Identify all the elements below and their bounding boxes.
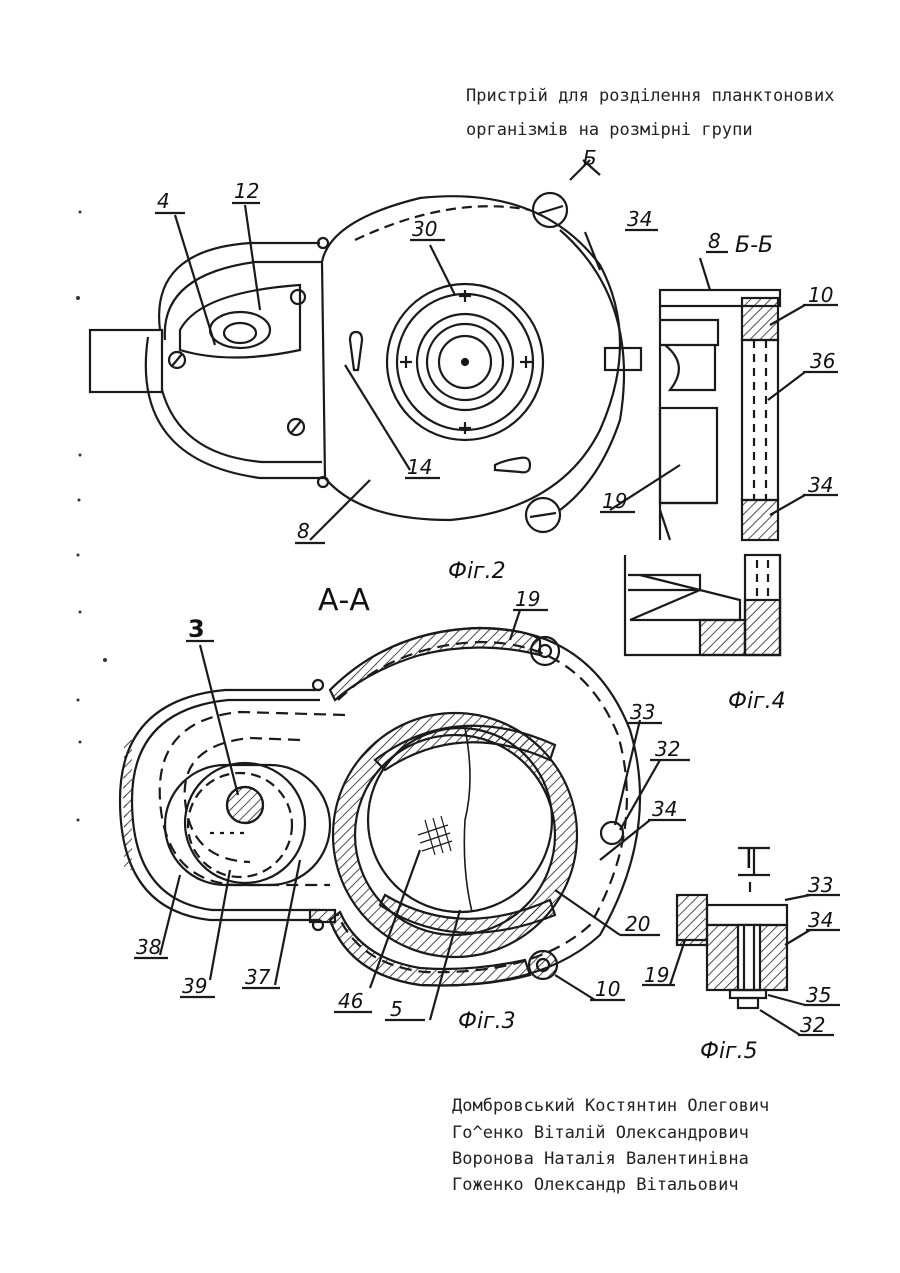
author-2: Го^енко Віталій Олександрович	[452, 1123, 749, 1143]
fig3-screw-bottom	[529, 951, 557, 979]
fig4-label-10: 10	[808, 283, 833, 307]
fig5-label-33: 33	[808, 873, 833, 897]
fig2-label-section-b: Б	[583, 146, 597, 170]
fig2-label-34: 34	[627, 207, 652, 231]
fig5-label-35: 35	[806, 983, 831, 1007]
fig3-label-5: 5	[390, 997, 403, 1021]
figure-2	[90, 160, 658, 543]
fig3-label-39: 39	[182, 974, 207, 998]
fig3-label-37: 37	[245, 965, 271, 989]
fig5-part-19	[677, 895, 707, 945]
fig3-label-33: 33	[630, 700, 655, 724]
fig4-block-19	[660, 408, 717, 503]
fig4-label-34: 34	[808, 473, 833, 497]
fig3-label-32: 32	[655, 737, 680, 761]
fig3-label-20: 20	[625, 912, 650, 936]
author-3: Воронова Наталія Валентинівна	[452, 1149, 749, 1169]
fig3-label-3: 3	[188, 615, 205, 643]
fig5-washer-33	[707, 905, 787, 925]
fig3-label-46: 46	[338, 989, 363, 1013]
figure-3	[120, 610, 690, 1020]
fig3-caption: Фіг.3	[458, 1009, 516, 1034]
scan-marks	[76, 211, 107, 822]
fig2-label-4: 4	[157, 189, 170, 213]
fig3-label-10: 10	[595, 977, 620, 1001]
fig2-label-12: 12	[234, 179, 259, 203]
fig5-nut-35	[730, 990, 766, 998]
fig3-label-34: 34	[652, 797, 677, 821]
figure-4	[600, 252, 838, 655]
fig3-pin-32	[601, 822, 623, 844]
fig2-tube	[90, 330, 162, 392]
fig2-housing-top	[159, 243, 320, 330]
fig5-caption: Фіг.5	[700, 1039, 758, 1064]
fig4-tube-36	[742, 340, 778, 500]
fig2-label-8: 8	[297, 519, 310, 543]
fig5-bolt-32	[738, 998, 758, 1008]
fig5-label-34: 34	[808, 908, 833, 932]
fig2-caption: Фіг.2	[448, 559, 506, 584]
fig3-section-label: А-А	[318, 583, 370, 618]
fig4-label-8: 8	[708, 229, 721, 253]
fig4-caption: Фіг.4	[728, 689, 786, 714]
fig4-label-36: 36	[810, 349, 835, 373]
fig5-label-32: 32	[800, 1013, 825, 1037]
fig2-leader-4	[175, 215, 215, 345]
author-4: Гоженко Олександр Вітальович	[452, 1175, 739, 1195]
fig2-label-30: 30	[412, 217, 437, 241]
fig5-detail-label: I	[745, 845, 753, 875]
fig3-label-19: 19	[515, 587, 540, 611]
fig3-label-38: 38	[136, 935, 161, 959]
fig2-label-14: 14	[407, 455, 432, 479]
fig4-section-label: Б-Б	[735, 233, 773, 258]
fig4-label-19: 19	[602, 489, 627, 513]
fig5-label-19: 19	[644, 963, 669, 987]
fig2-cup	[180, 285, 300, 358]
author-1: Домбровський Костянтин Олегович	[452, 1096, 769, 1116]
